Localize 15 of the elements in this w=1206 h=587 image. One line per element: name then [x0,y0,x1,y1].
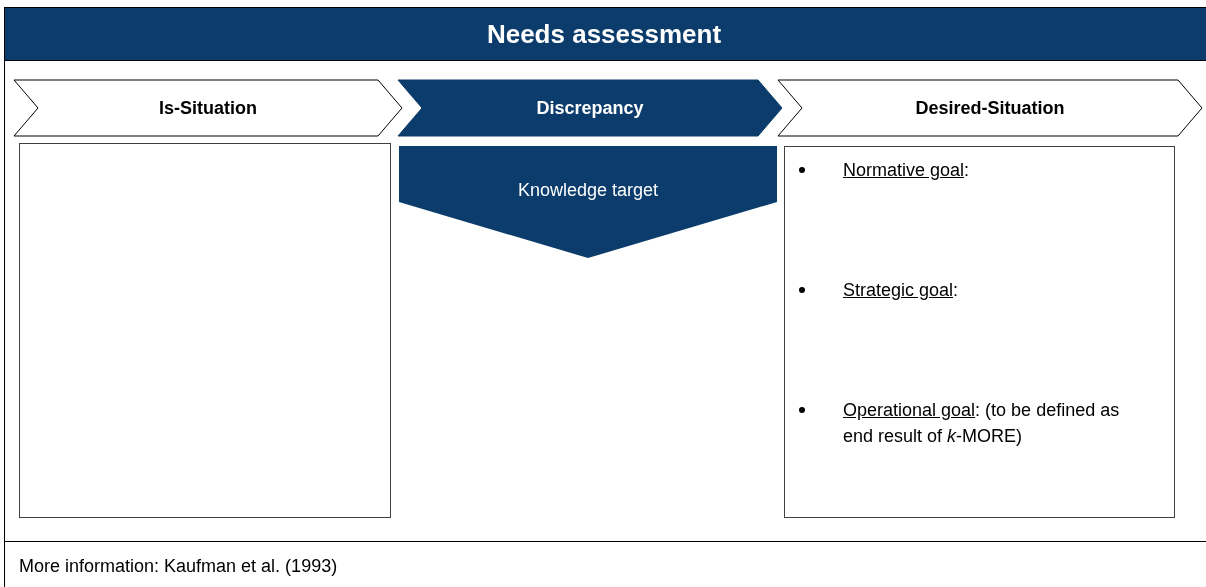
goal-text: Operational goal: (to be defined as end result of k-MORE) [843,399,1121,448]
pentagon-banner [399,146,777,258]
step-label: Desired-Situation [915,96,1065,120]
banner-label: Knowledge target [517,179,659,202]
chevron-arrow-shape [398,80,782,136]
goal-text: Strategic goal: [843,279,959,302]
chevron-arrow-shape [778,80,1202,136]
goal-text: Normative goal: [843,159,970,182]
step-label: Discrepancy [536,96,644,120]
chevron-arrow-shape [14,80,402,136]
step-label: Is-Situation [159,96,257,120]
caption: More information: Kaufman et al. (1993) [19,555,338,578]
empty-box [19,143,391,518]
title: Needs assessment [486,17,722,51]
goals-box [784,146,1175,518]
